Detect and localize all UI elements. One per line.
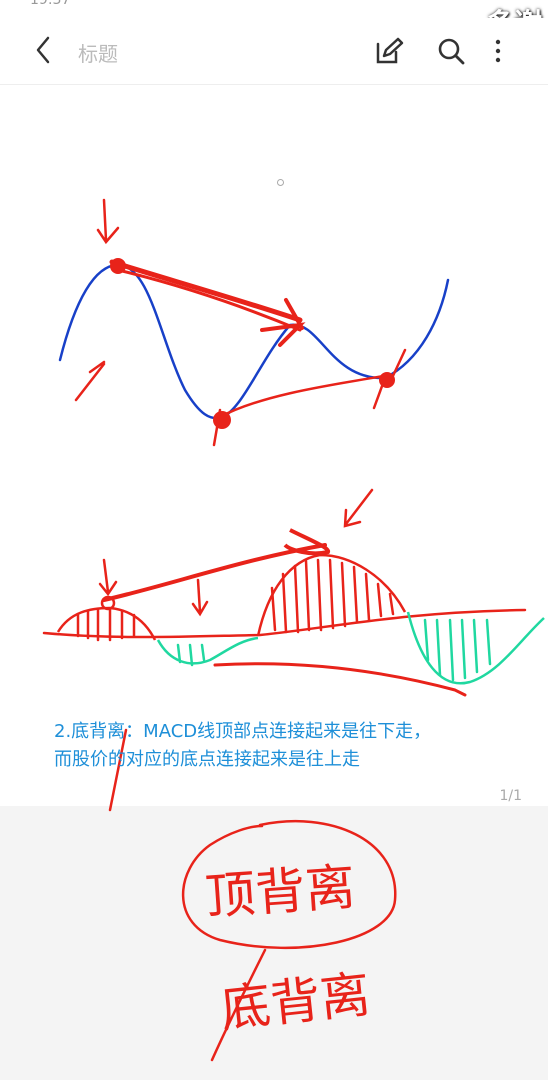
macd-green-hump bbox=[156, 636, 259, 665]
page-indicator: 1/1 bbox=[499, 788, 522, 804]
status-time: 19:37 bbox=[30, 0, 71, 8]
more-icon bbox=[495, 39, 501, 63]
handwriting-circle bbox=[181, 820, 397, 950]
price-curve bbox=[58, 263, 450, 420]
caption-line-2: 而股价的对应的底点连接起来是往上走 bbox=[54, 749, 360, 770]
macd-top-connection bbox=[102, 543, 327, 602]
arrow-mark bbox=[191, 578, 209, 617]
edit-icon bbox=[376, 37, 404, 64]
back-icon bbox=[36, 36, 50, 64]
caption-line-1: 2.底背离：MACD线顶部点连接起来是往下走， bbox=[54, 721, 432, 742]
trough-point bbox=[213, 411, 231, 429]
page-title[interactable]: 标题 bbox=[78, 42, 118, 66]
arrow-mark bbox=[74, 360, 106, 402]
macd-bottom-connection bbox=[213, 662, 467, 697]
peak-point bbox=[110, 258, 126, 274]
top-bar: 标题 bbox=[0, 18, 548, 85]
note-canvas[interactable] bbox=[0, 85, 548, 805]
back-button[interactable] bbox=[28, 32, 62, 68]
more-button[interactable] bbox=[486, 34, 510, 68]
status-bar: 19:37 bbox=[0, 0, 548, 12]
anchor-dot bbox=[277, 179, 284, 186]
macd-red-bars bbox=[76, 558, 395, 642]
macd-green-bars bbox=[176, 618, 492, 682]
bottom-connection-line bbox=[216, 373, 392, 420]
arrow-mark bbox=[98, 558, 118, 597]
edit-button[interactable] bbox=[372, 34, 406, 68]
top-connection-line bbox=[109, 259, 303, 323]
lower-panel bbox=[0, 806, 548, 1080]
handwriting-word-1: 顶背离 bbox=[203, 857, 358, 927]
search-button[interactable] bbox=[434, 34, 468, 68]
macd-green-hump bbox=[406, 611, 545, 685]
arrow-mark bbox=[96, 198, 120, 245]
macd-zero-line bbox=[42, 608, 527, 639]
arrow-mark bbox=[343, 488, 374, 528]
search-icon bbox=[438, 38, 465, 65]
